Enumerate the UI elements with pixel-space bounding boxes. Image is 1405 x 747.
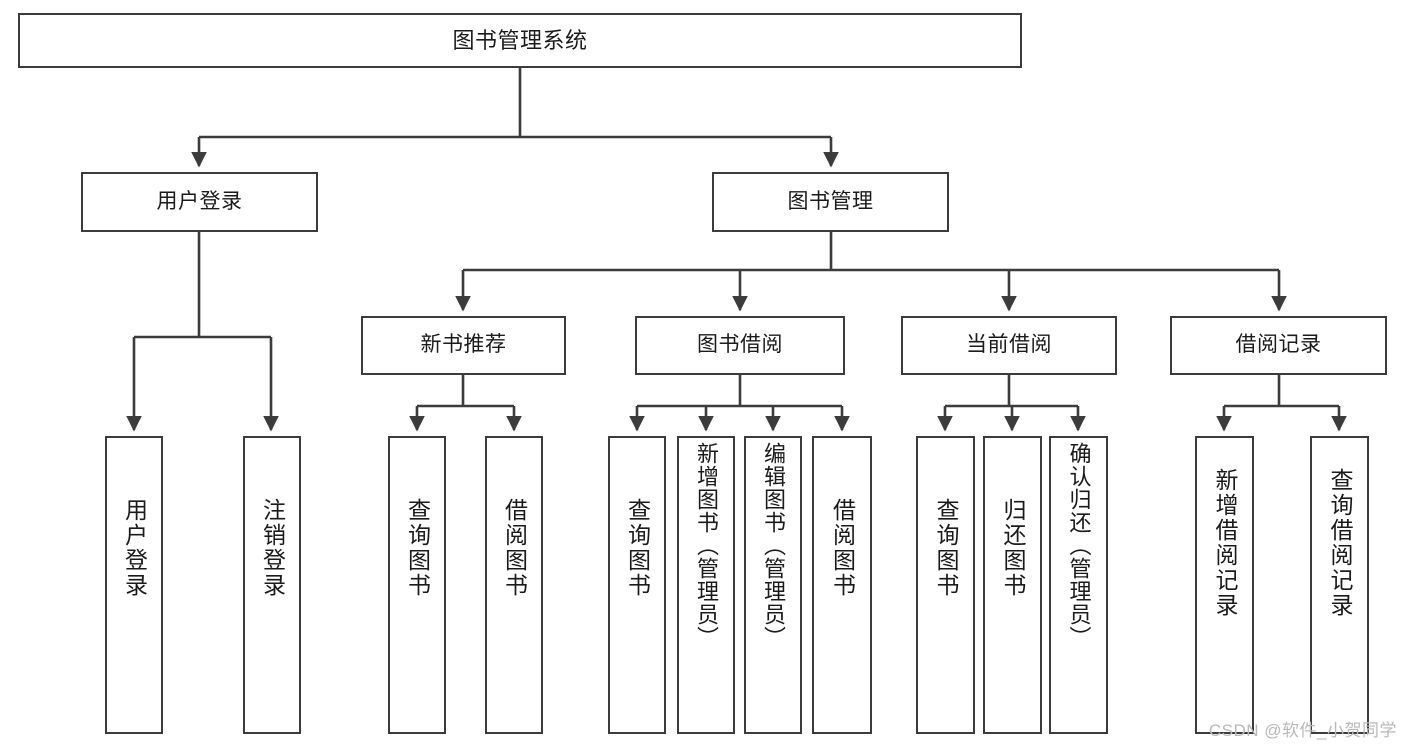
node-label: 确认归还（管理员）: [1066, 442, 1092, 649]
leaf-edit-book-admin[interactable]: 编辑图书（管理员）: [744, 436, 802, 734]
leaf-logout[interactable]: 注销登录: [243, 436, 301, 734]
node-label: 借阅记录: [1235, 333, 1322, 357]
node-label: 图书管理: [787, 189, 874, 213]
node-label: 新书推荐: [420, 333, 507, 357]
leaf-borrow-book-recommendation[interactable]: 借阅图书: [485, 436, 543, 734]
leaf-user-login[interactable]: 用户登录: [105, 436, 163, 734]
node-book-borrowing[interactable]: 图书借阅: [635, 316, 845, 375]
node-label: 用户登录: [121, 498, 148, 598]
leaf-query-book-recommendation[interactable]: 查询图书: [388, 436, 446, 734]
node-label: 借阅图书: [829, 498, 856, 598]
node-label: 注销登录: [259, 498, 286, 598]
leaf-query-borrow-record[interactable]: 查询借阅记录: [1310, 436, 1369, 734]
node-root-system[interactable]: 图书管理系统: [18, 13, 1022, 68]
node-user-login[interactable]: 用户登录: [81, 172, 318, 232]
leaf-query-book-borrowing[interactable]: 查询图书: [608, 436, 666, 734]
leaf-add-borrow-record[interactable]: 新增借阅记录: [1195, 436, 1254, 734]
node-book-management[interactable]: 图书管理: [712, 172, 949, 232]
node-label: 图书借阅: [697, 333, 783, 357]
node-label: 归还图书: [1000, 498, 1026, 598]
node-label: 图书管理系统: [452, 27, 588, 53]
node-new-book-recommendation[interactable]: 新书推荐: [361, 316, 566, 375]
node-label: 借阅图书: [501, 498, 528, 598]
csdn-watermark: CSDN @软件_小贺同学: [1208, 721, 1397, 740]
node-label: 查询图书: [933, 498, 959, 598]
node-current-borrowing[interactable]: 当前借阅: [901, 316, 1117, 375]
node-label: 查询图书: [404, 498, 431, 598]
node-label: 查询借阅记录: [1327, 468, 1353, 618]
node-label: 新增图书（管理员）: [694, 442, 719, 649]
node-label: 查询图书: [624, 498, 651, 598]
node-label: 编辑图书（管理员）: [761, 442, 786, 649]
node-borrowing-record[interactable]: 借阅记录: [1170, 316, 1387, 375]
node-label: 用户登录: [156, 189, 243, 213]
node-label: 新增借阅记录: [1212, 468, 1238, 618]
leaf-borrow-book-borrowing[interactable]: 借阅图书: [812, 436, 872, 734]
leaf-query-book-current[interactable]: 查询图书: [916, 436, 975, 734]
leaf-confirm-return-admin[interactable]: 确认归还（管理员）: [1049, 436, 1108, 734]
node-label: 当前借阅: [966, 333, 1052, 357]
leaf-return-book[interactable]: 归还图书: [983, 436, 1042, 734]
leaf-add-book-admin[interactable]: 新增图书（管理员）: [677, 436, 735, 734]
